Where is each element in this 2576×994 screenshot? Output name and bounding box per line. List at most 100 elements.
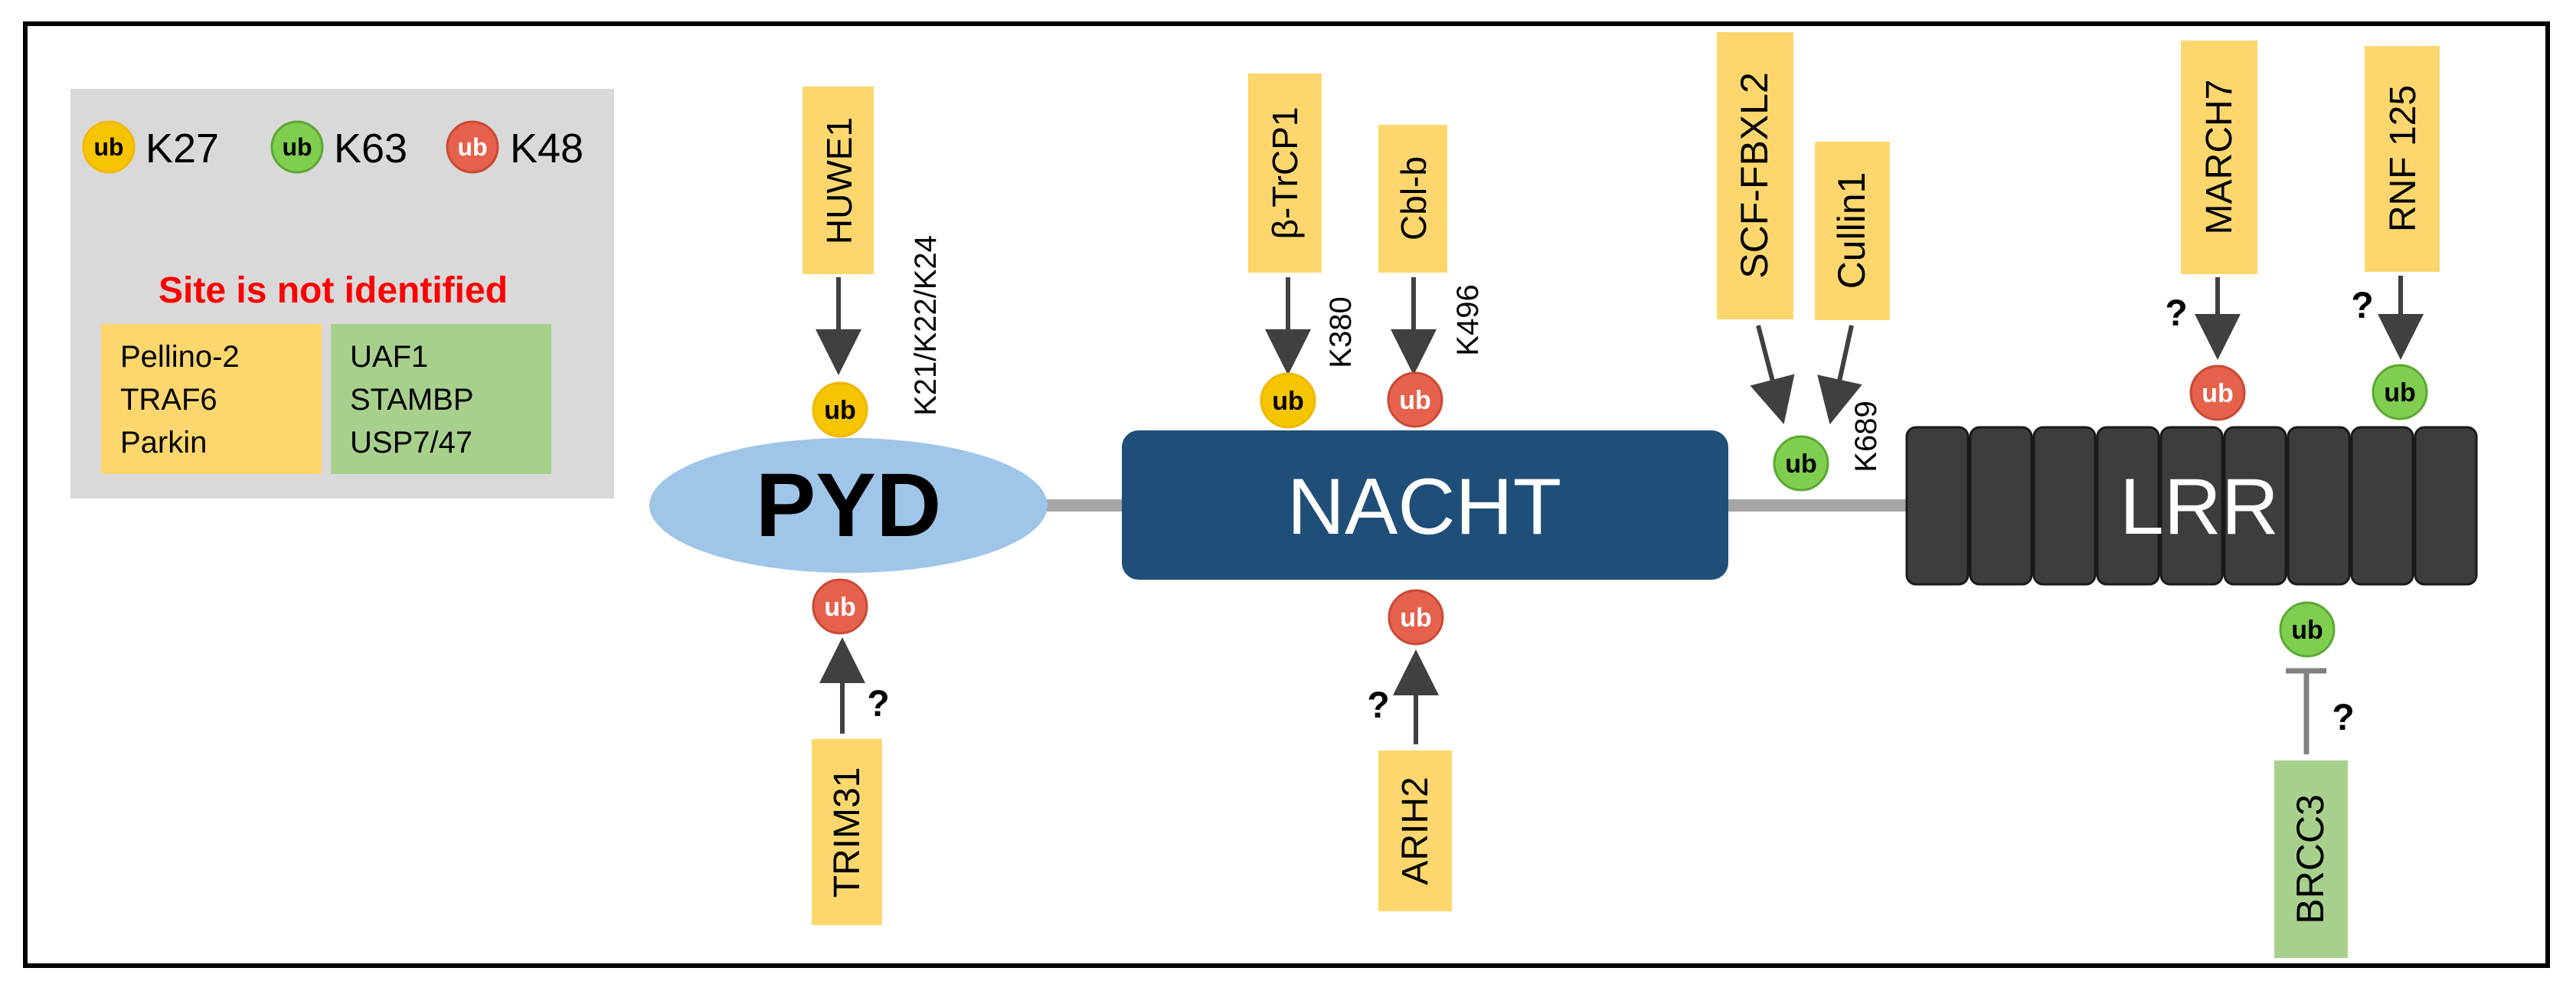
enzyme-label: RNF 125 bbox=[2383, 85, 2424, 232]
enzyme-arih2: ub ? ARIH2 bbox=[1367, 589, 1452, 911]
nacht-label: NACHT bbox=[1287, 463, 1561, 551]
lrr-repeat bbox=[1905, 426, 1970, 586]
ub-k48-badge bbox=[1388, 589, 1444, 646]
enzyme-label: ARIH2 bbox=[1395, 777, 1436, 884]
question-mark: ? bbox=[1367, 685, 1389, 726]
ub-k27-badge bbox=[1260, 372, 1316, 429]
enzyme-box bbox=[2274, 760, 2348, 958]
enzyme-rnf125: RNF 125 ? ub bbox=[2351, 46, 2440, 420]
legend-green-item: STAMBP bbox=[350, 383, 474, 417]
legend-yellow-item: Parkin bbox=[120, 426, 207, 459]
enzyme-label: SCF-FBXL2 bbox=[1733, 72, 1776, 279]
enzyme-box bbox=[1248, 74, 1322, 273]
legend-yellow-box bbox=[101, 324, 322, 474]
ub-badge-label: ub bbox=[1785, 450, 1817, 479]
ub-k63-badge bbox=[1773, 435, 1829, 492]
linker-pyd-nacht bbox=[1041, 499, 1126, 512]
enzyme-box bbox=[812, 739, 882, 925]
enzyme-brcc3: ub ? BRCC3 bbox=[2274, 601, 2355, 958]
ub-badge-label: ub bbox=[457, 133, 487, 161]
ub-badge-label: ub bbox=[824, 396, 856, 425]
enzyme-label: MARCH7 bbox=[2199, 80, 2240, 235]
site-label: K380 bbox=[1324, 296, 1358, 368]
legend-green-item: UAF1 bbox=[350, 340, 428, 374]
ub-badge-label: ub bbox=[1400, 603, 1432, 633]
ub-k27-badge bbox=[812, 381, 868, 438]
legend-label-k27: K27 bbox=[145, 126, 219, 172]
lrr-repeat bbox=[2096, 426, 2160, 586]
enzyme-label: TRIM31 bbox=[827, 767, 868, 898]
legend: ub K27 ub K63 ub K48 Site is not identif… bbox=[70, 89, 614, 499]
ub-k63-badge bbox=[2279, 601, 2336, 658]
lrr-repeat bbox=[2223, 426, 2287, 586]
enzyme-label: β-TrCP1 bbox=[1265, 107, 1305, 240]
arrow bbox=[1750, 325, 1795, 425]
enzyme-btrcp1: β-TrCP1 ub K380 bbox=[1248, 74, 1358, 429]
ub-badge-label: ub bbox=[824, 593, 856, 622]
enzyme-box bbox=[1378, 750, 1452, 911]
lrr-label: LRR bbox=[2120, 463, 2279, 551]
enzyme-box bbox=[2365, 46, 2440, 272]
enzyme-cblb: Cbl-b ub K496 bbox=[1378, 125, 1485, 428]
enzyme-cullin1: Cullin1 ub K689 bbox=[1773, 142, 1890, 492]
nacht-box bbox=[1122, 430, 1728, 580]
site-label: K689 bbox=[1849, 401, 1883, 472]
arrow bbox=[1817, 325, 1862, 425]
ub-k48-badge bbox=[2189, 365, 2246, 421]
enzyme-scf-fbxl2: SCF-FBXL2 bbox=[1717, 32, 1795, 425]
ub-k48-badge bbox=[1387, 371, 1443, 428]
question-mark: ? bbox=[2332, 698, 2354, 738]
question-mark: ? bbox=[867, 684, 889, 724]
lrr-domain: LRR bbox=[1905, 426, 2478, 586]
site-not-identified-title: Site is not identified bbox=[159, 270, 508, 311]
lrr-repeat bbox=[2032, 426, 2097, 586]
ub-badge-label: ub bbox=[2202, 379, 2234, 408]
enzyme-box bbox=[1378, 125, 1447, 273]
enzyme-box bbox=[803, 87, 874, 274]
ub-badge-label: ub bbox=[2384, 378, 2416, 407]
ub-badge-label: ub bbox=[1272, 387, 1304, 416]
legend-green-item: USP7/47 bbox=[350, 426, 472, 459]
legend-item-k63: ub K63 bbox=[270, 120, 407, 174]
ub-badge-label: ub bbox=[1399, 386, 1431, 415]
enzyme-box bbox=[1815, 142, 1890, 320]
enzyme-label: BRCC3 bbox=[2289, 794, 2332, 924]
enzyme-huwe1: HUWE1 ub K21/K22/K24 bbox=[803, 87, 943, 438]
lrr-repeat bbox=[2350, 426, 2414, 586]
legend-item-k48: ub K48 bbox=[446, 120, 584, 174]
legend-item-k27: ub K27 bbox=[82, 120, 219, 174]
linker-nacht-lrr bbox=[1727, 499, 1911, 512]
nacht-domain: NACHT bbox=[1122, 430, 1728, 580]
ub-k48-badge bbox=[812, 578, 868, 635]
question-mark: ? bbox=[2165, 293, 2187, 334]
ub-badge-label: ub bbox=[2291, 616, 2323, 645]
ub-k63-badge bbox=[2372, 364, 2428, 420]
enzyme-trim31: ub ? TRIM31 bbox=[812, 578, 890, 925]
enzyme-label: Cbl-b bbox=[1394, 156, 1433, 240]
enzyme-box bbox=[1717, 32, 1793, 319]
enzyme-march7: MARCH7 ? ub bbox=[2165, 41, 2257, 421]
ub-badge-label: ub bbox=[93, 133, 123, 161]
ub-badge-label: ub bbox=[282, 133, 312, 161]
pyd-ellipse bbox=[649, 438, 1048, 573]
lrr-repeat bbox=[2159, 426, 2224, 586]
question-mark: ? bbox=[2351, 286, 2373, 326]
site-label: K496 bbox=[1451, 284, 1485, 355]
pyd-label: PYD bbox=[756, 455, 942, 556]
enzyme-label: HUWE1 bbox=[819, 117, 859, 244]
legend-yellow-item: Pellino-2 bbox=[120, 340, 240, 374]
legend-green-box bbox=[331, 324, 551, 474]
figure-frame bbox=[23, 21, 2550, 968]
ub-badge-k63 bbox=[270, 120, 324, 174]
pyd-domain: PYD bbox=[649, 438, 1048, 573]
legend-yellow-item: TRAF6 bbox=[120, 383, 217, 417]
lrr-repeat bbox=[2287, 426, 2351, 586]
legend-label-k63: K63 bbox=[334, 126, 407, 172]
enzyme-box bbox=[2181, 41, 2257, 274]
lrr-repeat bbox=[1969, 426, 2033, 586]
site-label: K21/K22/K24 bbox=[909, 235, 943, 416]
legend-label-k48: K48 bbox=[510, 126, 584, 172]
ub-badge-k48 bbox=[446, 120, 499, 174]
ub-badge-k27 bbox=[82, 120, 136, 174]
